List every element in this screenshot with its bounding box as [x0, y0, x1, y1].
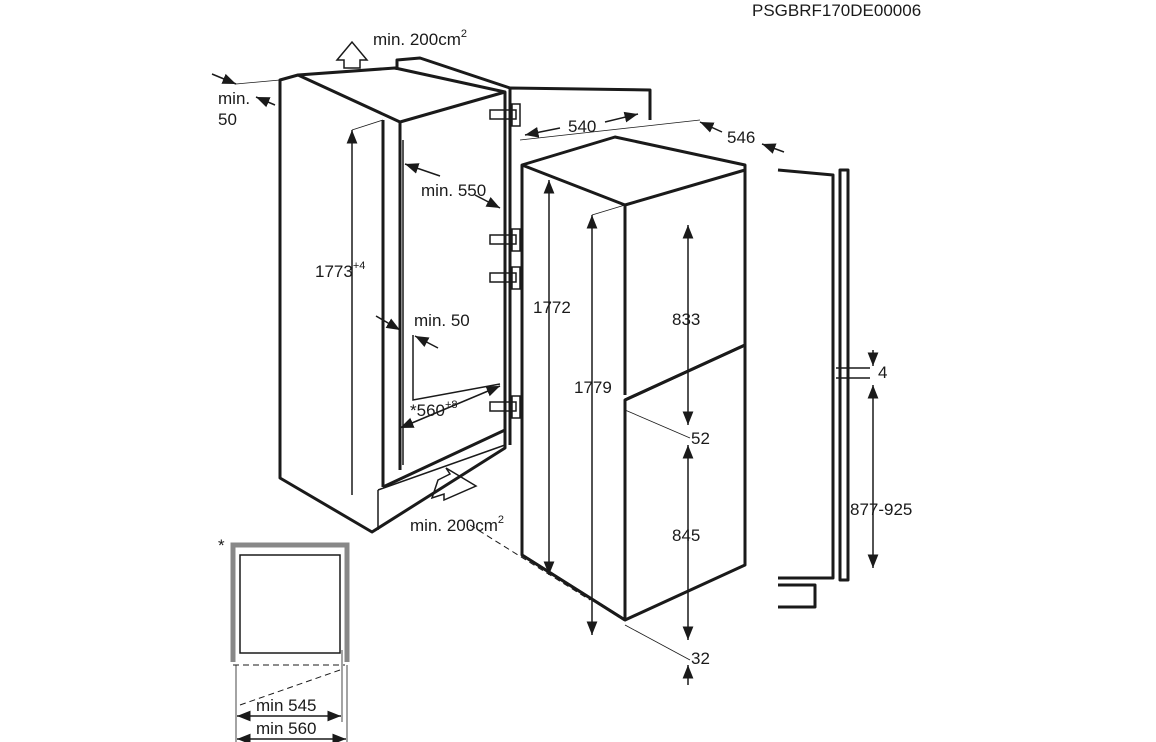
dimension-lines: [211, 73, 879, 685]
label-appliance-depth: 546: [727, 128, 755, 147]
label-min-545: min 545: [256, 696, 316, 715]
label-niche-height: 1773+4: [315, 260, 365, 281]
cabinet-door: [508, 86, 652, 445]
hinges: [489, 103, 521, 419]
niche-cabinet: [278, 56, 511, 534]
vent-in-arrow-icon: [430, 467, 478, 502]
label-vent-top: min. 200cm2: [373, 28, 467, 49]
label-niche-width: *560+8: [410, 399, 458, 420]
label-appliance-width: 540: [568, 117, 596, 136]
label-vent-bottom: min. 200cm2: [410, 514, 504, 535]
label-min-560: min 560: [256, 719, 316, 738]
drawing-code: PSGBRF170DE00006: [752, 1, 921, 20]
appliance: [520, 135, 747, 622]
label-min-depth: min. 550: [421, 181, 486, 200]
label-side-gap: min. 50: [414, 311, 470, 330]
side-profile: [777, 168, 870, 609]
label-door-offset: 4: [878, 363, 887, 382]
vent-up-arrow-icon: [335, 40, 369, 69]
label-bottom-gap: 32: [691, 649, 710, 668]
label-door-range: 877-925: [850, 500, 912, 519]
label-rear-gap-line1: min.: [218, 89, 250, 108]
label-lower-door: 845: [672, 526, 700, 545]
label-total-height: 1779: [574, 378, 612, 397]
label-appliance-height: 1772: [533, 298, 571, 317]
label-door-gap: 52: [691, 429, 710, 448]
label-footnote-mark: *: [218, 536, 225, 555]
label-rear-gap-line2: 50: [218, 110, 237, 129]
label-upper-door: 833: [672, 310, 700, 329]
plan-view: [230, 542, 350, 742]
